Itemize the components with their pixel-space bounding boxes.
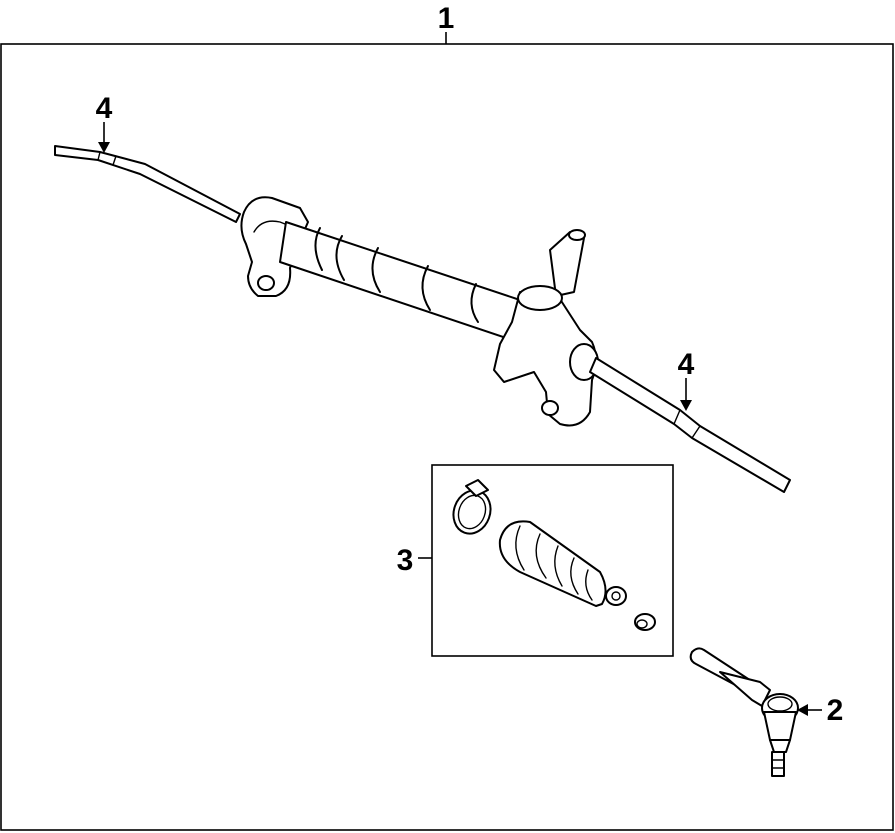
boot-kit-box xyxy=(431,464,674,657)
steering-rack xyxy=(54,145,791,493)
callout-2-arrow xyxy=(797,704,808,716)
callout-4-left: 4 xyxy=(96,92,113,125)
callout-4-right: 4 xyxy=(678,348,695,381)
callout-3: 3 xyxy=(397,544,414,577)
callout-4-right-arrow xyxy=(680,400,692,411)
outer-tie-rod-end xyxy=(689,647,799,777)
callout-4-left-arrow xyxy=(98,142,110,153)
assembly-frame xyxy=(0,43,894,831)
callout-1: 1 xyxy=(438,2,455,35)
boot-kit-parts xyxy=(452,479,656,631)
callout-2: 2 xyxy=(827,694,844,727)
